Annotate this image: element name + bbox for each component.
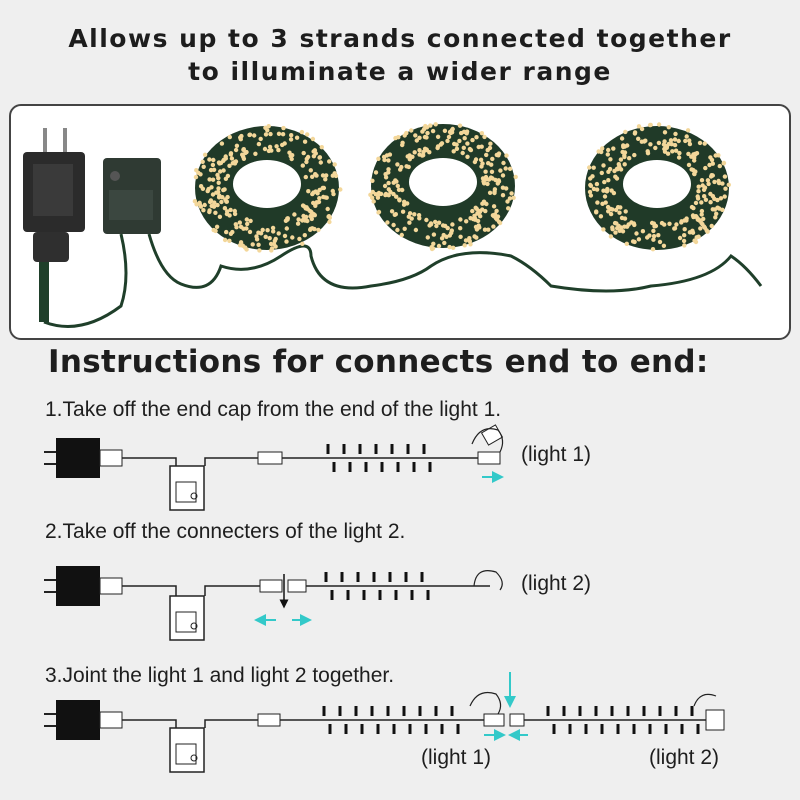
step-1-text: 1.Take off the end cap from the end of t… — [45, 398, 502, 421]
label-light-1-step3: (light 1) — [421, 746, 492, 769]
diagram-step-3 — [44, 672, 725, 773]
step-3-text: 3.Joint the light 1 and light 2 together… — [45, 664, 395, 687]
controller-box — [103, 158, 161, 234]
diagram-step-2 — [44, 566, 503, 641]
header-line-2: to illuminate a wider range — [188, 57, 612, 86]
label-light-2-step3: (light 2) — [649, 746, 720, 769]
light-strands — [192, 122, 731, 253]
label-light-1-step1: (light 1) — [521, 443, 592, 466]
label-light-2-step2: (light 2) — [521, 572, 592, 595]
power-adapter — [23, 128, 85, 322]
light-strand-3 — [585, 122, 731, 252]
step-2-text: 2.Take off the connecters of the light 2… — [45, 520, 406, 543]
instructions-title: Instructions for connects end to end: — [48, 344, 709, 380]
product-photo — [9, 104, 791, 340]
light-strand-1 — [192, 124, 343, 253]
header-line-1: Allows up to 3 strands connected togethe… — [68, 24, 732, 53]
diagram-step-1 — [44, 424, 504, 511]
wire-main — [43, 233, 763, 328]
light-strand-2 — [368, 122, 518, 252]
